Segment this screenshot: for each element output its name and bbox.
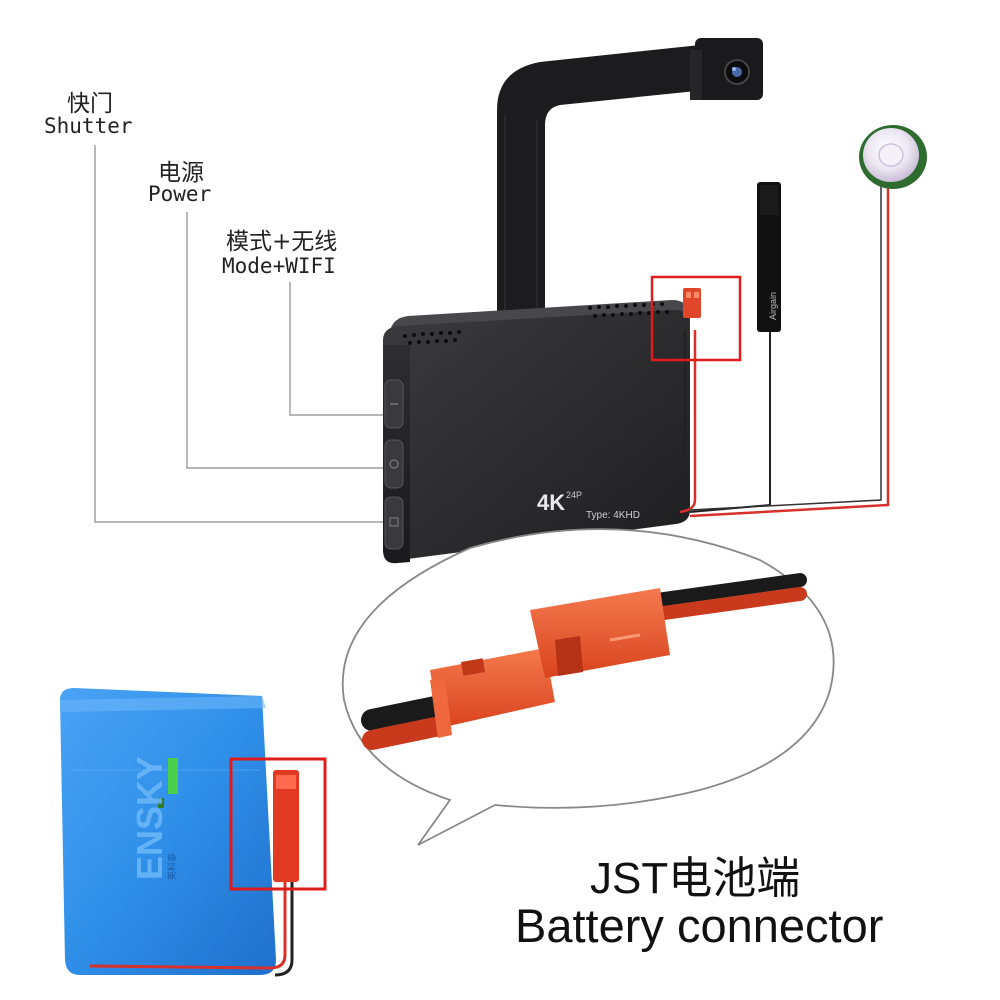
jst-red-wire bbox=[679, 330, 697, 514]
jst-highlight-box-battery bbox=[229, 757, 327, 891]
caption-cn: JST电池端 bbox=[590, 854, 801, 903]
battery-brand-text: ENSKY bbox=[129, 756, 170, 880]
camera-lens-icon bbox=[690, 38, 763, 100]
power-button bbox=[384, 439, 404, 489]
mode-wifi-button bbox=[384, 379, 404, 429]
connector-callout-bubble bbox=[341, 528, 835, 846]
battery-black-wire bbox=[274, 880, 294, 977]
power-label-cn: 电源 bbox=[158, 160, 204, 186]
flex-ribbon-cable bbox=[497, 45, 706, 325]
shutter-leader-line bbox=[94, 145, 388, 523]
device-badge-sub: 24P bbox=[566, 490, 582, 500]
power-label-en: Power bbox=[148, 182, 212, 206]
device-badge-4k: 4K bbox=[537, 490, 565, 515]
mode-leader-line bbox=[289, 282, 388, 416]
pir-black-wire bbox=[689, 185, 882, 511]
jst-connector-closeup bbox=[361, 573, 807, 750]
camera-device-box bbox=[383, 300, 690, 564]
antenna-brand-text: Airgain bbox=[768, 292, 778, 320]
battery-jst-plug bbox=[273, 770, 299, 882]
caption-en: Battery connector bbox=[515, 899, 884, 952]
device-type-text: Type: 4KHD bbox=[586, 510, 640, 521]
pir-red-wire bbox=[689, 180, 890, 518]
jst-connector-icon bbox=[683, 288, 701, 318]
jst-highlight-box-top bbox=[650, 275, 742, 362]
antenna-icon bbox=[757, 182, 781, 332]
battery-sub-text: 英科泰 bbox=[166, 853, 178, 880]
pir-sensor-icon bbox=[859, 125, 927, 189]
battery-red-wire bbox=[89, 880, 287, 970]
shutter-label-en: Shutter bbox=[44, 114, 133, 138]
power-leader-line bbox=[186, 212, 388, 469]
jst-black-wire bbox=[671, 330, 687, 510]
mode-wifi-label-en: Mode+WIFI bbox=[222, 254, 336, 278]
shutter-label-cn: 快门 bbox=[67, 91, 113, 117]
antenna-wire bbox=[689, 330, 771, 513]
mode-wifi-label-cn: 模式+无线 bbox=[226, 229, 338, 255]
shutter-button bbox=[384, 496, 404, 550]
battery-icon bbox=[60, 688, 276, 975]
